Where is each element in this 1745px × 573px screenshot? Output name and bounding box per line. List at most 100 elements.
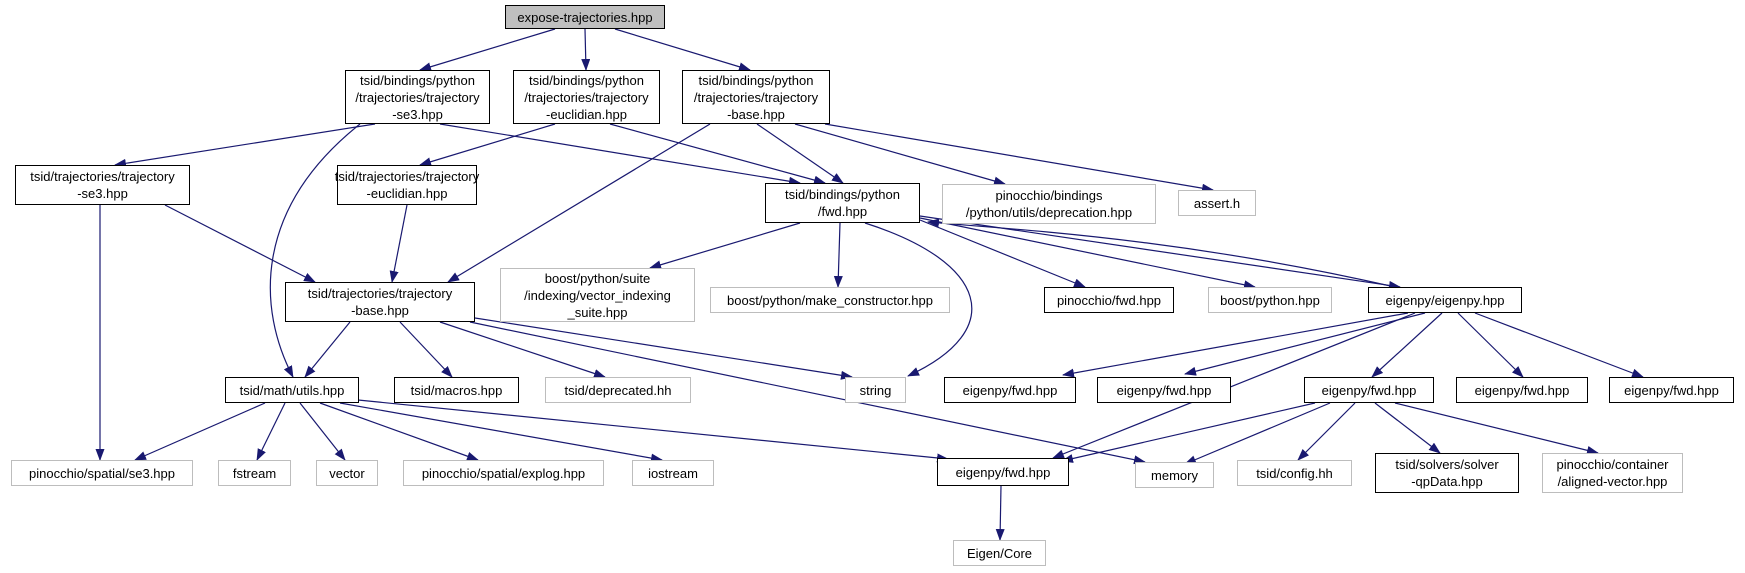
node-eigenpy-fwd-hpp[interactable]: eigenpy/fwd.hpp [1609,377,1734,403]
node-label-line: /aligned-vector.hpp [1557,474,1668,489]
edge-A-to-O [269,123,361,378]
edge-B-to-E [419,123,556,167]
node-tsid-solvers-solver-qpdata-hpp[interactable]: tsid/solvers/solver -qpData.hpp [1375,453,1519,493]
node-label-line: eigenpy/eigenpy.hpp [1385,292,1505,308]
node-label-line: tsid/solvers/solver [1395,457,1499,472]
node-string: string [845,377,906,403]
node-label-line: /trajectories/trajectory [355,89,480,105]
node-boost-python-hpp: boost/python.hpp [1208,287,1332,313]
node-eigenpy-fwd-hpp[interactable]: eigenpy/fwd.hpp [1304,377,1434,403]
node-label-line: pinocchio/spatial/explog.hpp [421,465,586,481]
node-eigenpy-fwd-hpp[interactable]: eigenpy/fwd.hpp [944,377,1076,403]
edge-N-to-W [1474,312,1644,378]
node-tsid-bindings-python-trajectories-trajectory-euclidian-hpp[interactable]: tsid/bindings/python/trajectories/trajec… [513,70,660,124]
node-label-line: -se3.hpp [392,106,443,122]
node-label-line: boost/python/suite [544,270,651,286]
edge-N-to-X [1052,312,1416,459]
node-expose-trajectories-hpp[interactable]: expose-trajectories.hpp [505,5,665,29]
edge-I-to-O [304,321,351,378]
node-pinocchio-fwd-hpp[interactable]: pinocchio/fwd.hpp [1044,287,1174,313]
node-eigenpy-eigenpy-hpp[interactable]: eigenpy/eigenpy.hpp [1368,287,1522,313]
edge-F-to-J [649,222,801,270]
edge-U-to-X [1061,402,1316,463]
node-label-line: eigenpy/fwd.hpp [955,464,1051,480]
node-label-line: -qpData.hpp [1411,474,1483,489]
node-label-line: pinocchio/spatial/se3.hpp [29,465,175,481]
node-boost-python-make-constructor-hpp: boost/python/make_constructor.hpp [710,287,950,313]
node-tsid-bindings-python-fwd-hpp[interactable]: tsid/bindings/python/fwd.hpp [765,183,920,223]
node-label-line: string [859,382,892,398]
edge-F-to-L [919,219,1086,288]
edge-O-to-iostream [339,402,663,463]
node-label-line: expose-trajectories.hpp [517,9,653,25]
node-label-line: memory [1151,467,1198,483]
node-pinocchio-spatial-explog-hpp: pinocchio/spatial/explog.hpp [403,460,604,486]
node-label-line: pinocchio/container [1556,457,1669,472]
node-label-line: /trajectories/trajectory [693,89,819,105]
node-label-line: Eigen/Core [966,545,1033,561]
node-tsid-trajectories-trajectory-base-hpp[interactable]: tsid/trajectories/trajectory -base.hpp [285,282,475,322]
edge-C-to-H [824,123,1214,193]
edge-N-to-F [927,218,1396,288]
node-label-line: tsid/trajectories/trajectory [307,286,453,301]
node-label-line: eigenpy/fwd.hpp [1321,382,1417,398]
edge-F-to-R [864,222,973,377]
node-vector: vector [316,460,378,486]
node-tsid-config-hh: tsid/config.hh [1237,460,1352,486]
node-eigen-core: Eigen/Core [953,540,1046,566]
node-label-line: tsid/trajectories/trajectory [334,169,480,184]
node-eigenpy-fwd-hpp[interactable]: eigenpy/fwd.hpp [1456,377,1588,403]
node-label-line: /trajectories/trajectory [524,89,649,105]
edge-N-to-U [1371,312,1443,378]
edge-O-to-vector [299,402,346,461]
edge-X-to-eigencore [995,485,1005,541]
node-tsid-bindings-python-trajectories-trajectory-base-hpp[interactable]: tsid/bindings/python/trajectories/trajec… [682,70,830,124]
node-label-line: tsid/macros.hpp [410,382,503,398]
node-pinocchio-container-aligned-vector-hpp: pinocchio/container/aligned-vector.hpp [1542,453,1683,493]
node-label-line: boost/python.hpp [1220,292,1320,308]
edge-D-to-I [164,204,316,283]
edge-I-to-R [474,317,853,380]
node-label-line: tsid/bindings/python [785,187,900,202]
edge-U-to-aligned [1394,402,1599,455]
edge-O-to-spse3 [134,402,266,461]
edge-C-to-F [756,123,844,184]
node-eigenpy-fwd-hpp[interactable]: eigenpy/fwd.hpp [1097,377,1231,403]
edge-U-to-qpdata [1374,402,1441,454]
node-label-line: pinocchio/bindings [995,188,1103,203]
node-label-line: tsid/config.hh [1256,465,1333,481]
node-tsid-trajectories-trajectory-euclidian-hpp[interactable]: tsid/trajectories/trajectory -euclidian.h… [334,165,480,205]
edge-A-to-D [114,123,376,168]
node-pinocchio-bindings-python-utils-deprecation-hpp: pinocchio/bindings/python/utils/deprecat… [942,184,1156,224]
node-label-line: pinocchio/fwd.hpp [1056,292,1162,308]
edge-A-to-F [439,123,801,186]
node-label-line: eigenpy/fwd.hpp [962,382,1058,398]
node-label-line: /indexing/vector_indexing [524,287,671,303]
edge-B-to-F [609,123,826,185]
node-label-line: eigenpy/fwd.hpp [1624,382,1719,398]
node-label-line: /python/utils/deprecation.hpp [965,205,1133,220]
node-label-line: vector [329,465,365,481]
node-tsid-math-utils-hpp[interactable]: tsid/math/utils.hpp [225,377,359,403]
edge-N-to-S [1062,312,1409,378]
node-label-line: tsid/trajectories/trajectory [30,169,175,184]
node-iostream: iostream [632,460,714,486]
node-boost-python-suite-indexing-vector-indexing-suite-hpp: boost/python/suite/indexing/vector_index… [500,268,695,322]
node-label-line: -base.hpp [351,303,409,318]
edge-U-to-memory [1184,402,1331,465]
edge-C-to-I [447,123,711,283]
edge-root-to-B [581,28,591,71]
node-label-line: tsid/bindings/python [529,72,644,88]
node-eigenpy-fwd-hpp[interactable]: eigenpy/fwd.hpp [937,458,1069,486]
node-label-line: tsid/math/utils.hpp [239,382,345,398]
node-label-line: assert.h [1193,195,1241,211]
node-tsid-bindings-python-trajectories-trajectory-se3-hpp[interactable]: tsid/bindings/python/trajectories/trajec… [345,70,490,124]
node-label-line: /fwd.hpp [817,204,868,219]
node-label-line: -euclidian.hpp [366,186,448,201]
node-tsid-trajectories-trajectory-se3-hpp[interactable]: tsid/trajectories/trajectory-se3.hpp [15,165,190,205]
node-tsid-macros-hpp[interactable]: tsid/macros.hpp [394,377,519,403]
node-assert-h: assert.h [1178,190,1256,216]
node-label-line: boost/python/make_constructor.hpp [727,292,933,308]
edge-O-to-explog [319,402,479,461]
